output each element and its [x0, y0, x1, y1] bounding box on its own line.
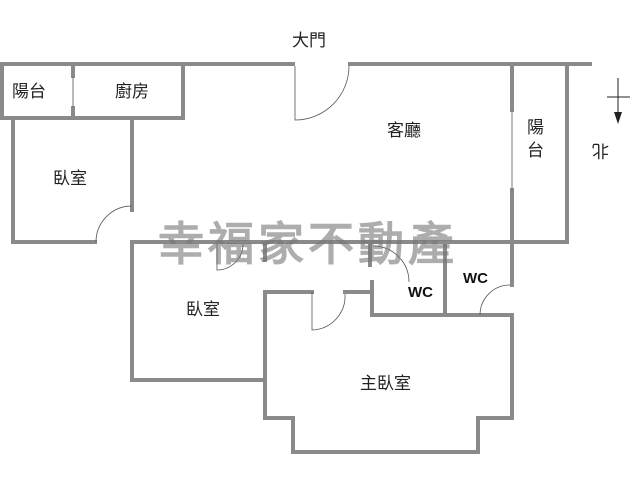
- master-bedroom-label: 主臥室: [360, 374, 411, 394]
- entrance-door-swing: [294, 65, 350, 121]
- kitchen-label: 廚房: [115, 81, 149, 102]
- wc-1-label: WC: [408, 284, 433, 301]
- balcony-right-label-1: 陽: [527, 118, 544, 138]
- doors: [95, 65, 511, 331]
- master-door-swing: [311, 292, 346, 331]
- windows: [72, 76, 513, 190]
- bedroom-left-door-swing: [95, 205, 133, 243]
- entrance-label: 大門: [292, 31, 326, 51]
- bedroom-middle-label: 臥室: [186, 300, 220, 320]
- north-arrow: [607, 78, 630, 124]
- wc-2-label: WC: [463, 270, 488, 287]
- walls: [0, 62, 592, 454]
- watermark: 幸福家不動產: [158, 217, 458, 271]
- north-label: 北: [592, 140, 609, 160]
- living-room-label: 客廳: [387, 121, 421, 141]
- balcony-left-label: 陽台: [12, 82, 46, 102]
- wc2-door-swing: [479, 284, 511, 316]
- bedroom-left-label: 臥室: [53, 169, 87, 189]
- balcony-right-label-2: 台: [527, 141, 544, 161]
- bedroom-middle-door-swing: [216, 243, 244, 271]
- wc1-door-swing: [372, 245, 410, 283]
